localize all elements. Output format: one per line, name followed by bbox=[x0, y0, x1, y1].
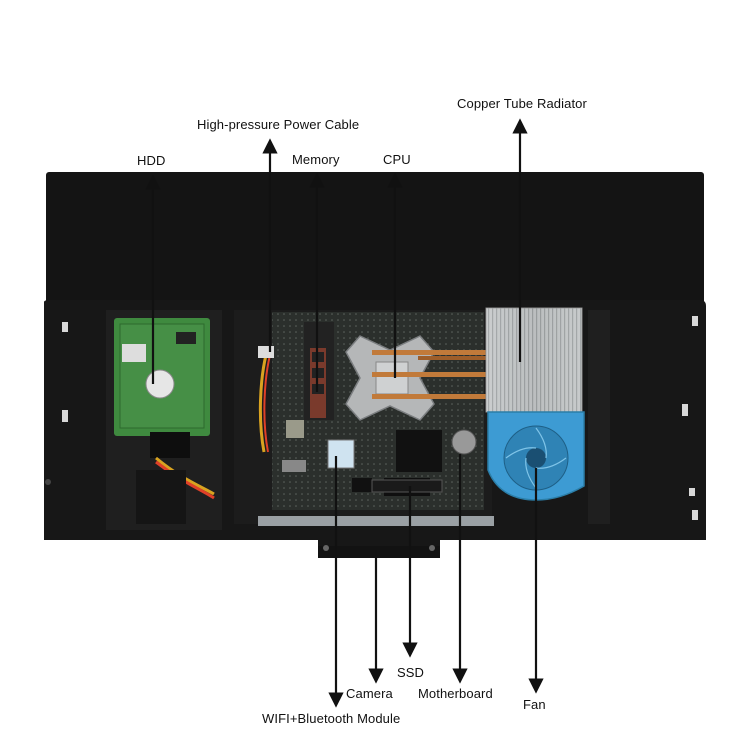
hdd-icon bbox=[106, 310, 222, 530]
wifi-module bbox=[327, 439, 355, 469]
label-hdd: HDD bbox=[137, 153, 166, 168]
label-camera: Camera bbox=[346, 686, 393, 701]
memory-icon bbox=[304, 322, 334, 420]
label-cpu: CPU bbox=[383, 152, 411, 167]
label-ssd: SSD bbox=[397, 665, 425, 680]
cpu-cooler-icon bbox=[345, 335, 488, 421]
label-wifi: WIFI+Bluetooth Module bbox=[262, 711, 401, 726]
fan-icon bbox=[487, 411, 585, 501]
chassis-back-panel bbox=[46, 172, 704, 304]
radiator-icon bbox=[485, 307, 583, 413]
label-memory: Memory bbox=[292, 152, 340, 167]
callout-arrows bbox=[145, 118, 544, 708]
right-bay bbox=[588, 310, 610, 524]
label-motherboard: Motherboard bbox=[418, 686, 493, 701]
label-fan: Fan bbox=[523, 697, 546, 712]
label-power-cable: High-pressure Power Cable bbox=[197, 117, 360, 132]
ssd-icon bbox=[371, 479, 443, 493]
label-radiator: Copper Tube Radiator bbox=[457, 96, 587, 111]
